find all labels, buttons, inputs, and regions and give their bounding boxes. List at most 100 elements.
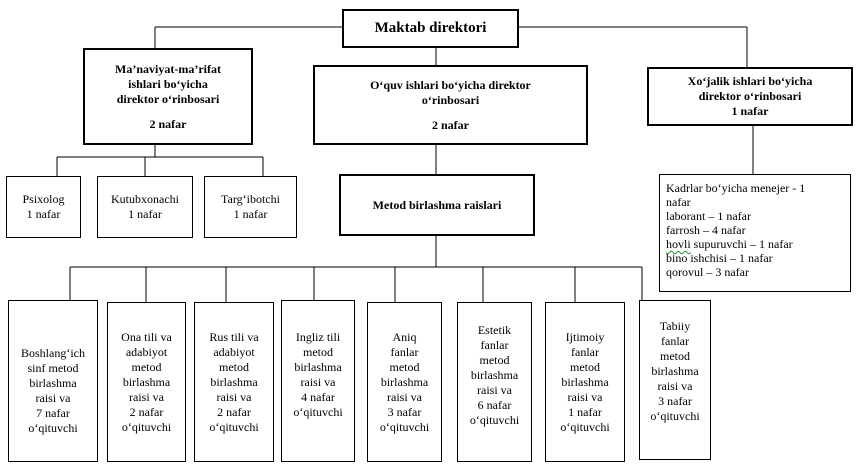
group-line: Tabiiy: [659, 318, 691, 333]
deputy-manaviyat-line: Ma’naviyat-ma’rifat: [115, 61, 221, 76]
group-line: Rus tili va: [209, 329, 259, 344]
household-item: nafar: [666, 195, 691, 209]
household-item: bino ishchisi – 1 nafar: [666, 251, 773, 265]
group-line: o‘qituvchi: [293, 405, 343, 419]
group-line: metod: [219, 359, 249, 374]
household-item: Kadrlar bo‘yicha menejer - 1: [666, 181, 806, 195]
group-line: Estetik: [477, 322, 512, 337]
group-line: Ijtimoiy: [565, 329, 605, 344]
metod-birlashma-title: Metod birlashma raislari: [372, 197, 502, 212]
deputy-xojalik-line: Xo‘jalik ishlari bo‘yicha: [687, 74, 813, 88]
group-line: birlashma: [651, 363, 699, 378]
group-line: o‘qituvchi: [469, 412, 520, 427]
group-line: Boshlang‘ich: [21, 346, 85, 360]
group-line: o‘qituvchi: [650, 408, 700, 423]
group-aniq-fanlar-box: Aniq fanlar metod birlashma raisi va 3 n…: [367, 302, 442, 462]
group-line: metod: [389, 359, 420, 374]
group-line: 1 nafar: [568, 404, 602, 419]
group-boshlangich-box: Boshlang‘ich sinf metod birlashma raisi …: [8, 300, 98, 462]
group-line: Ona tili va: [121, 329, 172, 344]
group-line: 6 nafar: [477, 397, 512, 412]
group-line: birlashma: [29, 376, 77, 390]
group-line: 3 nafar: [387, 404, 422, 419]
staff-title: Targ‘ibotchi: [221, 192, 280, 206]
group-line: birlashma: [380, 374, 429, 389]
director-title: Maktab direktori: [374, 20, 487, 36]
group-estetik-fanlar-box: Estetik fanlar metod birlashma raisi va …: [457, 302, 532, 462]
group-line: birlashma: [210, 374, 258, 389]
deputy-xojalik-line: direktor o‘rinbosari: [698, 89, 802, 103]
group-line: metod: [660, 348, 690, 363]
group-line: fanlar: [571, 344, 599, 359]
group-line: 2 nafar: [129, 404, 164, 419]
group-line: o‘qituvchi: [379, 419, 430, 434]
group-line: o‘qituvchi: [560, 419, 610, 434]
staff-title: Psixolog: [22, 192, 65, 206]
group-line: Ingliz tili: [295, 330, 341, 344]
group-line: raisi va: [567, 389, 603, 404]
staff-title: Kutubxonachi: [111, 192, 179, 206]
group-line: metod: [131, 359, 162, 374]
group-line: 4 nafar: [301, 390, 335, 404]
group-tabiiy-fanlar-box: Tabiiy fanlar metod birlashma raisi va 3…: [639, 300, 711, 460]
group-line: raisi va: [216, 389, 252, 404]
group-line: 2 nafar: [217, 404, 251, 419]
group-ona-tili-box: Ona tili va adabiyot metod birlashma rai…: [107, 302, 186, 462]
deputy-manaviyat-line: direktor o‘rinbosari: [116, 91, 220, 106]
deputy-manaviyat-box: Ma’naviyat-ma’rifat ishlari bo‘yicha dir…: [83, 48, 253, 145]
group-line: metod: [303, 345, 333, 359]
staff-count: 1 nafar: [26, 207, 61, 221]
group-line: Aniq: [392, 329, 417, 344]
household-item: hovli supuruvchi – 1 nafar: [666, 237, 793, 251]
household-item: qorovul – 3 nafar: [666, 265, 749, 279]
deputy-manaviyat-count: 2 nafar: [149, 116, 187, 131]
deputy-xojalik-box: Xo‘jalik ishlari bo‘yicha direktor o‘rin…: [647, 67, 853, 126]
group-line: metod: [479, 352, 510, 367]
deputy-manaviyat-line: ishlari bo‘yicha: [128, 76, 208, 91]
group-line: raisi va: [35, 391, 71, 405]
household-item: laborant – 1 nafar: [666, 209, 751, 223]
deputy-oquv-line: O‘quv ishlari bo‘yicha direktor: [370, 77, 531, 92]
group-line: raisi va: [129, 389, 164, 404]
group-line: 3 nafar: [658, 393, 692, 408]
group-line: birlashma: [470, 367, 519, 382]
group-line: adabiyot: [125, 344, 168, 359]
group-line: raisi va: [657, 378, 693, 393]
group-line: o‘qituvchi: [209, 419, 259, 434]
group-ingliz-tili-box: Ingliz tili metod birlashma raisi va 4 n…: [281, 300, 355, 462]
deputy-oquv-box: O‘quv ishlari bo‘yicha direktor o‘rinbos…: [313, 65, 588, 145]
group-line: sinf metod: [27, 361, 79, 375]
group-line: raisi va: [300, 375, 336, 389]
household-staff-box: Kadrlar bo‘yicha menejer - 1 nafar labor…: [659, 174, 851, 292]
staff-kutubxonachi-box: Kutubxonachi 1 nafar: [97, 176, 193, 238]
group-line: fanlar: [480, 337, 509, 352]
group-line: raisi va: [477, 382, 512, 397]
staff-count: 1 nafar: [233, 207, 268, 221]
group-line: metod: [570, 359, 600, 374]
group-line: 7 nafar: [36, 406, 70, 420]
group-ijtimoiy-fanlar-box: Ijtimoiy fanlar metod birlashma raisi va…: [545, 302, 625, 462]
group-line: birlashma: [122, 374, 171, 389]
household-item: farrosh – 4 nafar: [666, 223, 746, 237]
group-line: raisi va: [387, 389, 422, 404]
metod-birlashma-box: Metod birlashma raislari: [339, 174, 535, 236]
director-box: Maktab direktori: [342, 9, 519, 48]
deputy-oquv-line: o‘rinbosari: [421, 92, 480, 107]
group-line: birlashma: [561, 374, 609, 389]
deputy-xojalik-count: 1 nafar: [731, 104, 769, 118]
group-rus-tili-box: Rus tili va adabiyot metod birlashma rai…: [194, 302, 274, 462]
staff-psixolog-box: Psixolog 1 nafar: [6, 176, 81, 238]
group-line: o‘qituvchi: [121, 419, 172, 434]
deputy-oquv-count: 2 nafar: [432, 117, 469, 132]
group-line: adabiyot: [213, 344, 255, 359]
group-line: birlashma: [294, 360, 342, 374]
household-item-rest: supuruvchi – 1 nafar: [690, 237, 793, 251]
group-line: fanlar: [661, 333, 689, 348]
staff-count: 1 nafar: [128, 207, 162, 221]
group-line: fanlar: [390, 344, 419, 359]
staff-targibotchi-box: Targ‘ibotchi 1 nafar: [204, 176, 297, 238]
household-item-word: hovli: [666, 237, 691, 251]
group-line: o‘qituvchi: [28, 421, 78, 435]
